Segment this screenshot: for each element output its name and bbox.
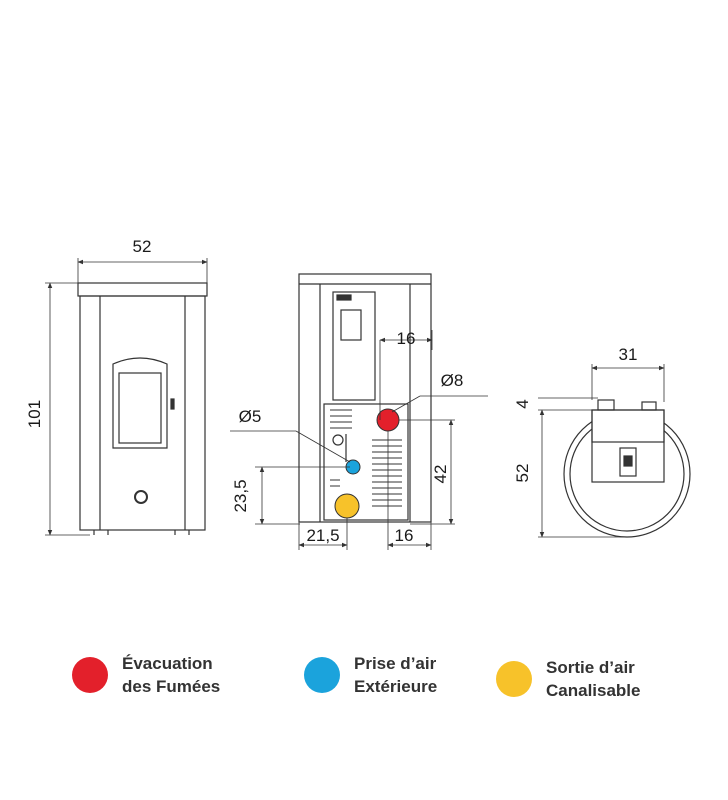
dim-front-height: 101 bbox=[25, 400, 44, 428]
legend-line: Extérieure bbox=[354, 677, 438, 696]
legend-label: Sortie d’air Canalisable bbox=[546, 656, 641, 702]
dim-top-depth: 52 bbox=[513, 464, 532, 483]
dim-bottom-right: 16 bbox=[395, 526, 414, 545]
legend-item-air-outlet: Sortie d’air Canalisable bbox=[496, 656, 641, 702]
blue-dot-icon bbox=[304, 657, 340, 693]
dim-front-width: 52 bbox=[133, 237, 152, 256]
dim-top-width: 31 bbox=[619, 345, 638, 364]
yellow-dot-icon bbox=[496, 661, 532, 697]
front-dimensions bbox=[45, 258, 208, 536]
front-view bbox=[77, 282, 208, 535]
legend-label: Prise d’air Extérieure bbox=[354, 652, 437, 698]
legend-line: Évacuation bbox=[122, 654, 213, 673]
dim-flue-height: 42 bbox=[431, 465, 450, 484]
back-view bbox=[298, 273, 432, 523]
top-dimensions bbox=[538, 364, 665, 538]
top-view bbox=[563, 399, 691, 538]
dim-bottom-left: 21,5 bbox=[306, 526, 339, 545]
legend-line: Sortie d’air bbox=[546, 658, 635, 677]
air-outlet bbox=[334, 493, 360, 519]
legend-line: des Fumées bbox=[122, 677, 221, 696]
dim-back-top-gap: 16 bbox=[397, 329, 416, 348]
dim-flue-diameter: Ø8 bbox=[441, 371, 464, 390]
legend-item-air-inlet: Prise d’air Extérieure bbox=[304, 652, 437, 698]
dim-top-offset: 4 bbox=[513, 399, 532, 408]
red-dot-icon bbox=[72, 657, 108, 693]
legend-item-flue: Évacuation des Fumées bbox=[72, 652, 220, 698]
dimension-labels: 52 101 16 Ø8 Ø5 23,5 42 21,5 16 31 4 52 bbox=[25, 237, 637, 545]
dim-air-height: 23,5 bbox=[231, 479, 250, 512]
dim-air-diameter: Ø5 bbox=[239, 407, 262, 426]
legend-line: Prise d’air bbox=[354, 654, 437, 673]
back-dimensions bbox=[230, 330, 488, 550]
legend-label: Évacuation des Fumées bbox=[122, 652, 220, 698]
legend-line: Canalisable bbox=[546, 681, 641, 700]
